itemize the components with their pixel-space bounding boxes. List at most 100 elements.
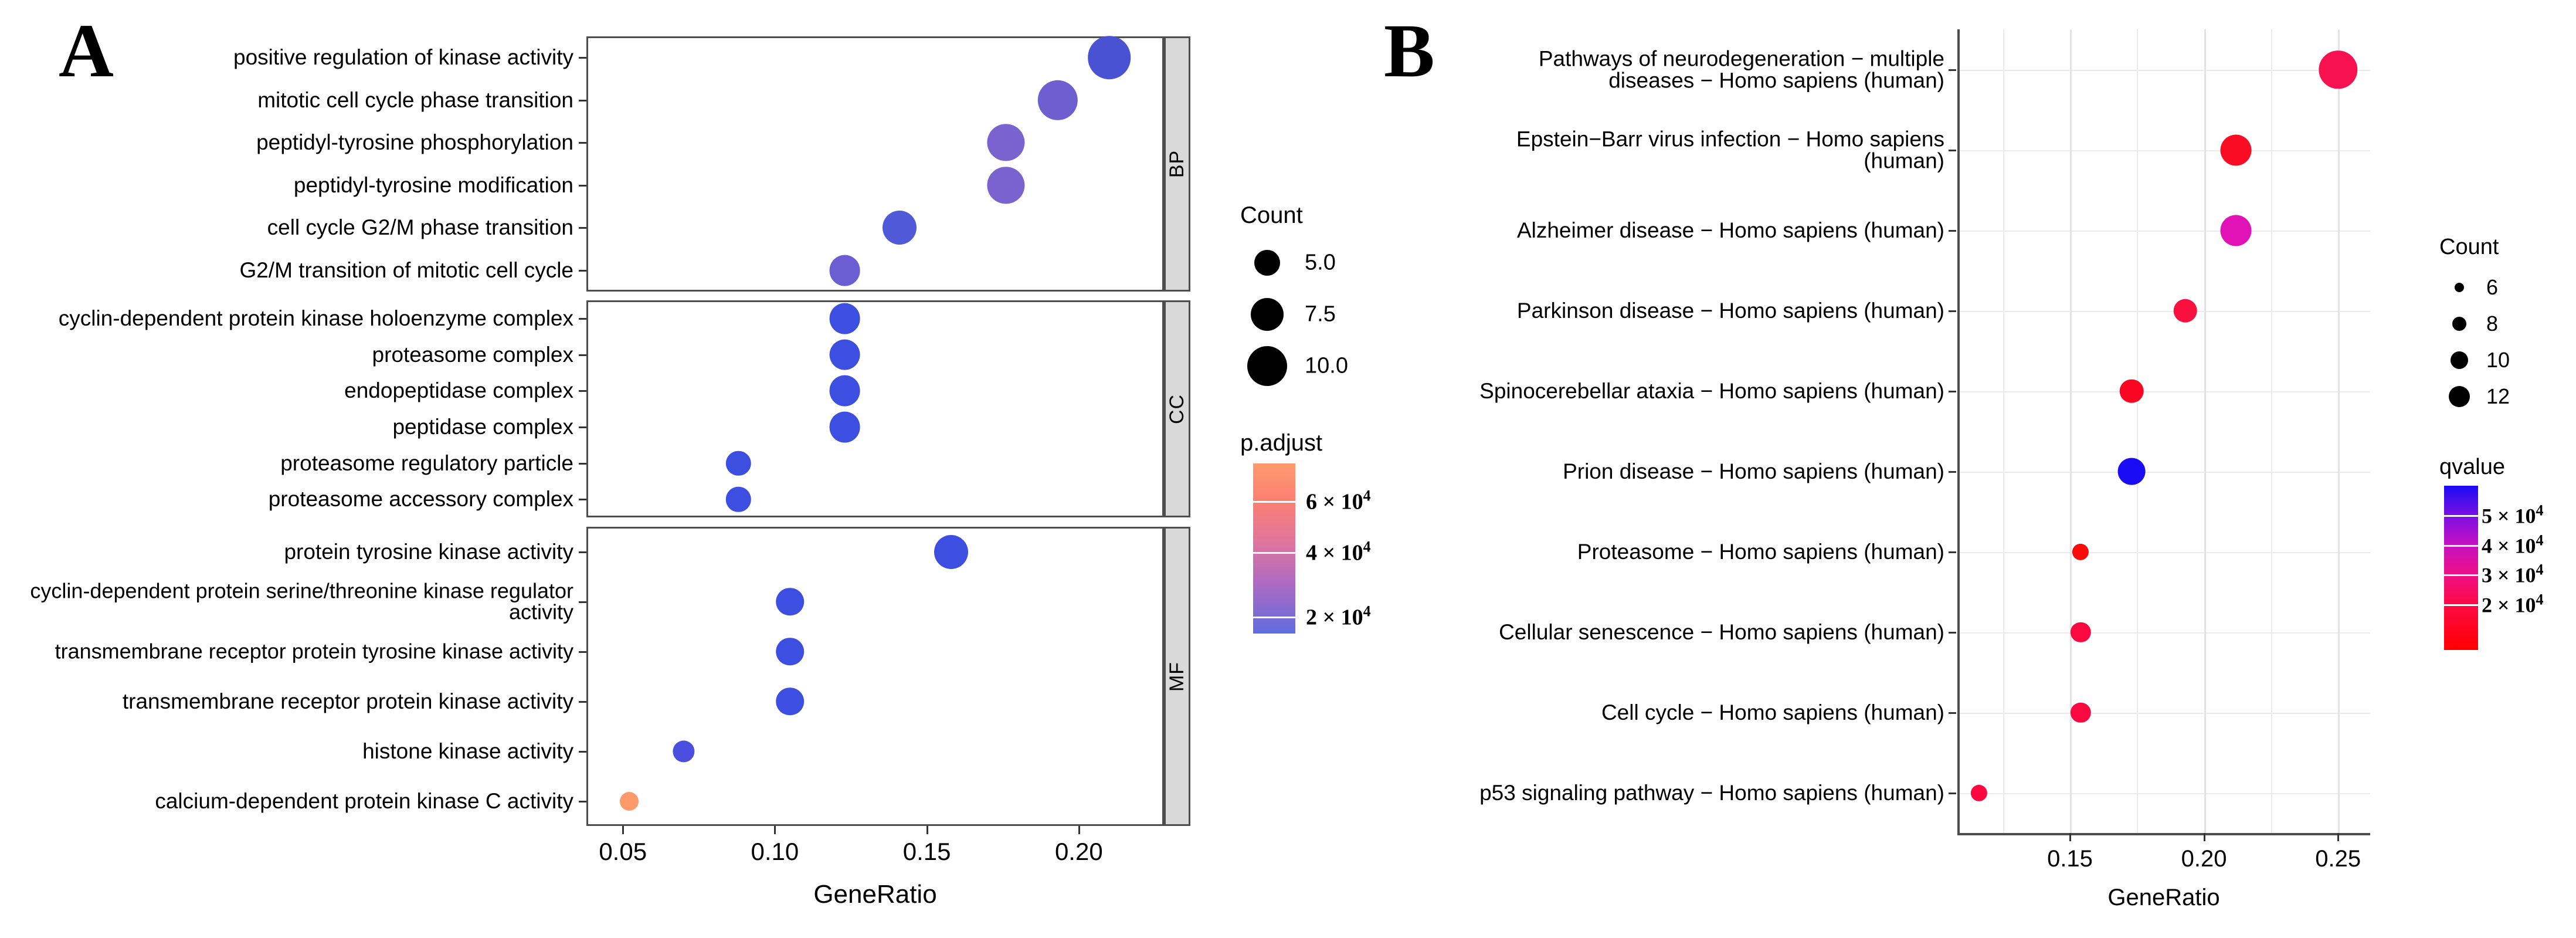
y-axis-label: histone kinase activity <box>362 739 573 763</box>
y-axis-label: proteasome regulatory particle <box>280 451 573 475</box>
data-point <box>2072 543 2089 560</box>
x-tick <box>622 826 625 834</box>
gridline-horizontal <box>1957 230 2370 232</box>
count-legend-dot <box>2452 317 2466 331</box>
gridline-horizontal <box>1957 391 2370 392</box>
x-axis-title: GeneRatio <box>813 880 937 909</box>
data-point <box>829 303 861 334</box>
data-point <box>2220 134 2252 165</box>
x-tick <box>2069 833 2071 841</box>
colorbar-tick-label: 6 × 104 <box>1306 487 1371 514</box>
y-tick <box>1949 470 1956 473</box>
count-legend-title: Count <box>1240 202 1303 228</box>
y-tick <box>579 601 586 603</box>
x-tick <box>2337 833 2340 841</box>
panel-letter-a: A <box>59 9 114 93</box>
facet-strip-bp: BP <box>1164 36 1190 292</box>
y-tick <box>579 551 586 553</box>
gridline-horizontal <box>1957 712 2370 714</box>
y-tick <box>579 462 586 465</box>
colorbar-tick <box>2444 515 2478 517</box>
gridline-vertical-minor <box>2003 29 2004 833</box>
data-point <box>829 255 861 286</box>
y-tick <box>1949 69 1956 71</box>
y-tick <box>579 184 586 187</box>
y-tick <box>579 317 586 320</box>
gridline-vertical-major <box>2204 29 2206 833</box>
count-legend-label: 5.0 <box>1305 250 1336 275</box>
data-point <box>2119 379 2144 403</box>
y-axis-label: p53 signaling pathway − Homo sapiens (hu… <box>1479 780 1944 805</box>
count-legend-label: 10 <box>2486 348 2510 372</box>
x-tick <box>774 826 776 834</box>
gridline-horizontal <box>1957 310 2370 312</box>
gridline-horizontal <box>1957 551 2370 553</box>
gridline-horizontal <box>1957 793 2370 794</box>
y-tick <box>579 651 586 653</box>
count-legend-title: Count <box>2439 235 2499 259</box>
y-axis-label: cell cycle G2/M phase transition <box>267 215 573 240</box>
data-point <box>829 339 861 370</box>
y-axis-label: Proteasome − Homo sapiens (human) <box>1577 539 1944 564</box>
y-axis-label: protein tyrosine kinase activity <box>284 539 573 564</box>
colorbar-tick-label: 4 × 104 <box>1306 538 1371 565</box>
data-point <box>2220 215 2252 246</box>
count-legend-dot <box>1247 346 1287 386</box>
count-legend-label: 8 <box>2486 311 2499 336</box>
data-point <box>2071 622 2091 642</box>
y-tick <box>579 499 586 501</box>
y-axis-label: positive regulation of kinase activity <box>233 45 573 70</box>
y-axis-label: Cell cycle − Homo sapiens (human) <box>1601 700 1944 724</box>
count-legend-label: 7.5 <box>1305 302 1336 327</box>
padjust-colorbar <box>1253 463 1295 634</box>
gridline-vertical-minor <box>2137 29 2139 833</box>
data-point <box>726 486 751 512</box>
data-point <box>776 587 805 616</box>
y-tick <box>579 700 586 703</box>
colorbar-tick <box>2444 544 2478 547</box>
y-tick <box>579 390 586 392</box>
data-point <box>934 534 969 569</box>
panel-letter-b: B <box>1384 9 1435 93</box>
y-axis-label: peptidyl-tyrosine phosphorylation <box>256 130 573 155</box>
data-point <box>619 791 639 811</box>
count-legend-label: 12 <box>2486 384 2510 408</box>
data-point <box>2173 299 2197 323</box>
y-axis-label: peptidase complex <box>392 414 573 439</box>
y-axis-label: calcium-dependent protein kinase C activ… <box>155 788 573 813</box>
colorbar-tick-label: 2 × 104 <box>1306 602 1371 630</box>
colorbar-tick <box>2444 574 2478 577</box>
colorbar-tick <box>1253 617 1295 618</box>
y-axis-label: peptidyl-tyrosine modification <box>293 172 573 197</box>
y-tick <box>579 354 586 356</box>
y-axis-label: Pathways of neurodegeneration − multiple… <box>1538 46 1944 93</box>
gridline-horizontal <box>1957 632 2370 634</box>
y-tick <box>579 269 586 272</box>
x-axis-line <box>1957 833 2370 835</box>
plot-background <box>1957 29 2370 833</box>
colorbar-tick <box>1253 500 1295 503</box>
data-point <box>776 637 805 666</box>
y-tick <box>1949 229 1956 232</box>
colorbar-tick-label: 4 × 104 <box>2482 531 2544 558</box>
data-point <box>726 451 751 476</box>
x-tick-label: 0.10 <box>751 838 799 865</box>
y-tick <box>579 227 586 229</box>
x-tick-label: 0.15 <box>2047 846 2093 872</box>
y-axis-label: Parkinson disease − Homo sapiens (human) <box>1516 298 1944 323</box>
y-tick <box>579 142 586 144</box>
facet-panel-mf <box>586 527 1164 826</box>
y-axis-label: cyclin-dependent protein kinase holoenzy… <box>58 306 573 330</box>
y-axis-label: cyclin-dependent protein serine/threonin… <box>30 578 573 624</box>
y-axis-line <box>1957 29 1960 833</box>
data-point <box>1087 36 1131 80</box>
qvalue-colorbar <box>2444 486 2478 650</box>
x-tick-label: 0.20 <box>2181 846 2227 872</box>
y-axis-label: Alzheimer disease − Homo sapiens (human) <box>1516 218 1944 242</box>
data-point <box>987 167 1024 204</box>
gridline-vertical-minor <box>2270 29 2272 833</box>
x-tick-label: 0.25 <box>2315 846 2361 872</box>
facet-strip-mf: MF <box>1164 527 1190 826</box>
data-point <box>829 411 861 443</box>
